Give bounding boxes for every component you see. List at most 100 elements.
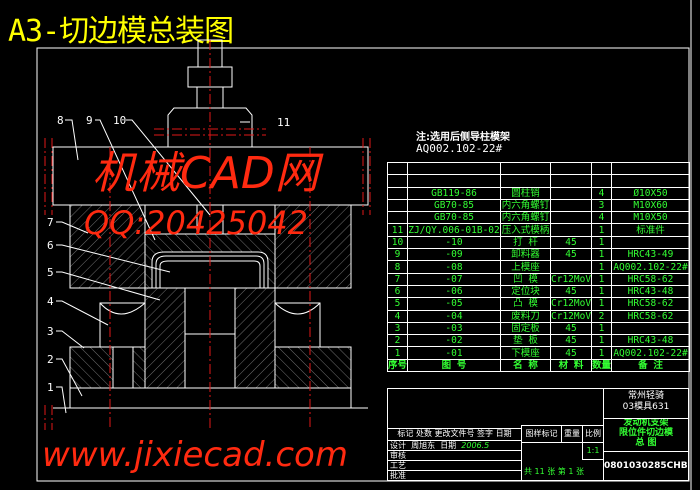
table-cell: -09: [407, 248, 501, 262]
rev-count: 处数: [415, 429, 432, 438]
table-cell: 压入式模柄: [500, 223, 551, 237]
part-label-11: 11: [277, 116, 291, 129]
table-cell: [550, 223, 592, 237]
table-cell: 1: [591, 321, 612, 336]
table-cell: 凹 模: [500, 272, 551, 286]
table-cell: -08: [407, 260, 501, 274]
table-row: [387, 161, 690, 176]
table-cell: 5: [387, 297, 408, 311]
table-cell: [591, 174, 612, 188]
table-cell: -05: [407, 297, 501, 311]
table-cell: 1: [591, 284, 612, 299]
scale-label: 比例: [582, 425, 604, 443]
part-label-10: 10: [113, 114, 127, 127]
table-cell: [611, 321, 690, 336]
design-label: 设计: [390, 441, 406, 450]
part-label-3: 3: [47, 325, 54, 338]
table-cell: 45: [550, 284, 592, 299]
table-cell: -01: [407, 346, 501, 360]
table-cell: 标准件: [611, 223, 690, 237]
table-cell: 数量: [591, 358, 612, 373]
table-cell: [387, 186, 408, 200]
table-cell: -03: [407, 321, 501, 336]
table-cell: [387, 211, 408, 225]
part-label-9: 9: [86, 114, 93, 127]
table-cell: 11: [387, 223, 408, 237]
table-cell: 序号: [387, 358, 408, 373]
table-cell: [387, 174, 408, 188]
table-cell: 备 注: [611, 358, 690, 373]
table-cell: [500, 174, 551, 188]
part-label-5: 5: [47, 266, 54, 279]
table-cell: 内六角螺钉: [500, 211, 551, 225]
table-cell: [591, 161, 612, 176]
table-cell: 2: [591, 309, 612, 323]
table-cell: 1: [591, 235, 612, 250]
table-cell: [407, 161, 501, 176]
date-label: 日期: [440, 441, 457, 450]
table-cell: [611, 235, 690, 250]
table-cell: [611, 174, 690, 188]
table-cell: Cr12MoV: [550, 272, 592, 286]
table-cell: [550, 161, 592, 176]
table-cell: 1: [591, 223, 612, 237]
table-cell: 名 称: [500, 358, 551, 373]
table-cell: -04: [407, 309, 501, 323]
table-cell: 45: [550, 321, 592, 336]
table-cell: AQ002.102-22#: [611, 260, 690, 274]
table-cell: 4: [591, 186, 612, 200]
table-cell: 3: [387, 321, 408, 336]
watermark-url: www.jixiecad.com: [42, 435, 348, 475]
drawing-name-cell: 发动机支架限位件切边模总 图: [603, 418, 689, 452]
table-cell: M10X60: [611, 198, 690, 213]
table-cell: 45: [550, 346, 592, 360]
table-cell: HRC43-49: [611, 248, 690, 262]
table-cell: Cr12MoV: [550, 297, 592, 311]
table-cell: AQ002.102-22#: [611, 346, 690, 360]
table-cell: 1: [591, 248, 612, 262]
table-cell: GB70-85: [407, 211, 501, 225]
note-code: AQ002.102-22#: [416, 142, 503, 155]
designer-name: 周旭东: [411, 441, 436, 450]
table-cell: 1: [591, 334, 612, 348]
table-row: [387, 174, 690, 188]
table-cell: HRC58-62: [611, 297, 690, 311]
table-cell: 1: [591, 346, 612, 360]
table-cell: 定位块: [500, 284, 551, 299]
table-cell: -07: [407, 272, 501, 286]
table-cell: 45: [550, 235, 592, 250]
rev-mark: 标记: [397, 429, 414, 438]
watermark-cn: 机械CAD网: [92, 148, 319, 199]
table-cell: [500, 161, 551, 176]
table-cell: [550, 174, 592, 188]
watermark-qq: QQ:20425042: [84, 204, 309, 242]
class-name: 03模具631: [622, 401, 670, 412]
table-cell: 4: [387, 309, 408, 323]
table-cell: HRC58-62: [611, 272, 690, 286]
part-label-6: 6: [47, 239, 54, 252]
table-cell: GB70-85: [407, 198, 501, 213]
table-cell: -06: [407, 284, 501, 299]
table-cell: -10: [407, 235, 501, 250]
table-cell: HRC43-48: [611, 284, 690, 299]
table-cell: [550, 211, 592, 225]
table-cell: 材 料: [550, 358, 592, 373]
part-label-2: 2: [47, 353, 54, 366]
table-cell: 10: [387, 235, 408, 250]
drawing-number: 0801030285CHB-00: [603, 451, 689, 481]
table-cell: 1: [591, 272, 612, 286]
table-cell: 45: [550, 248, 592, 262]
